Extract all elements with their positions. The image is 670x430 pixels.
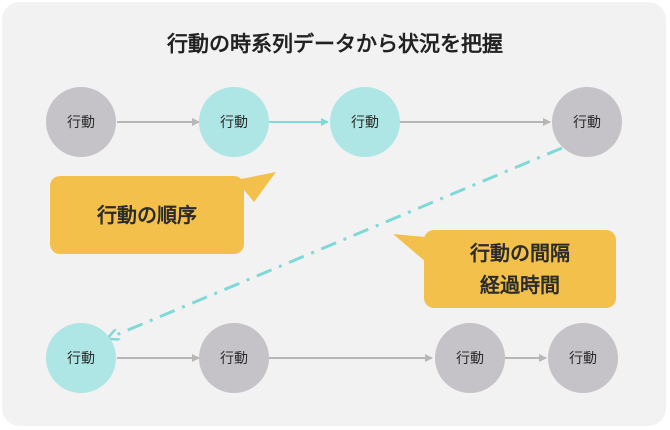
node-top-4: 行動 [552,87,622,157]
diagram-title: 行動の時系列データから状況を把握 [167,32,503,56]
node-bottom-3: 行動 [435,323,505,393]
node-bottom-1: 行動 [46,323,116,393]
node-bottom-2: 行動 [199,323,269,393]
node-bottom-4: 行動 [548,323,618,393]
callout-order: 行動の順序 [50,176,244,254]
callout-order-tail [236,172,276,202]
arrow-diagonal [109,146,563,338]
callout-order-text: 行動の順序 [97,203,197,227]
callout-interval-line-2: 経過時間 [480,273,560,297]
node-top-1: 行動 [46,87,116,157]
node-top-2: 行動 [199,87,269,157]
callout-interval-line-1: 行動の間隔 [470,241,570,265]
node-top-3: 行動 [330,87,400,157]
callout-interval: 行動の間隔 経過時間 [424,230,616,308]
